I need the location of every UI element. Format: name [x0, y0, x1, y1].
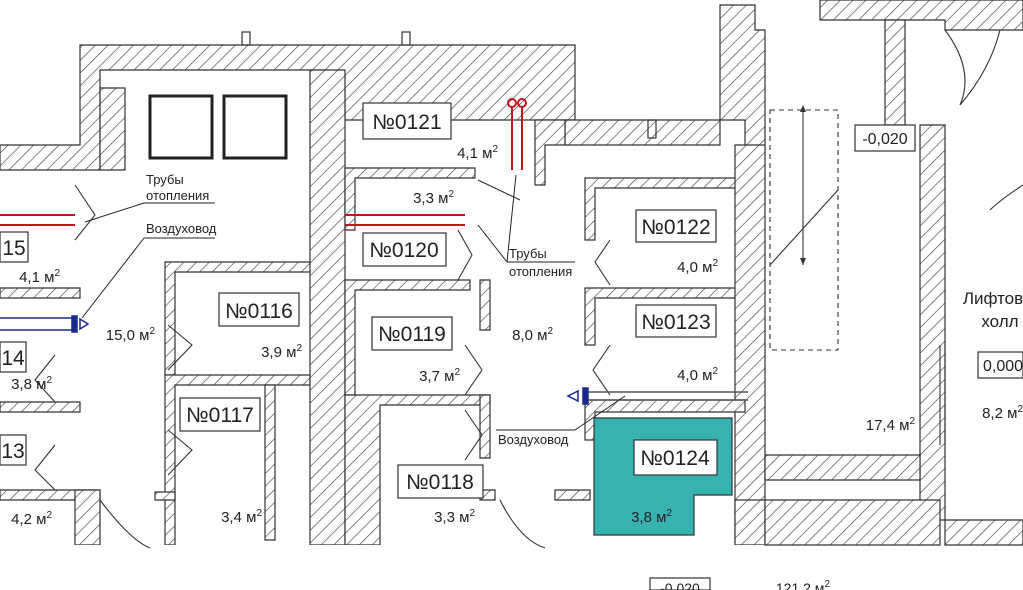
lift-hall-wall: [939, 345, 946, 445]
level-marks: -0,020 0,000 -0,020: [660, 131, 1023, 590]
room-0120-area: 3,3 м2: [413, 189, 454, 207]
duct-label-1: Воздуховод: [146, 221, 217, 236]
room-0118-area: 3,3 м2: [434, 508, 475, 526]
room-0123-area: 4,0 м2: [677, 366, 718, 384]
room-numbers: №0121 №0120 №0122 №0123 №0116 №0119 №011…: [1, 111, 710, 494]
room-0119-number: №0119: [378, 323, 446, 346]
room-13-number: 13: [1, 440, 24, 463]
pipes-label-1: Трубы: [146, 172, 184, 187]
room-0117-area: 3,4 м2: [221, 508, 262, 526]
room-15-number: 15: [2, 237, 25, 260]
room-15-area: 4,1 м2: [19, 268, 60, 286]
stair-arrow: [800, 105, 806, 112]
lift-level: 0,000: [983, 358, 1023, 375]
room-0119-area: 3,7 м2: [419, 367, 460, 385]
top-markers: [241, 31, 657, 139]
room-0117-number: №0117: [186, 404, 254, 427]
door-swings: [34, 29, 1023, 549]
room-0116-area: 3,9 м2: [261, 343, 302, 361]
room-0123-number: №0123: [641, 311, 710, 334]
corridor-left-area: 15,0 м2: [106, 326, 156, 344]
room-0124-number: №0124: [640, 447, 710, 470]
leader-lines: [81, 174, 626, 431]
room-areas: 4,1 м2 3,3 м2 4,0 м2 4,0 м2 3,9 м2 3,7 м…: [11, 144, 1023, 590]
lift-hall-label-line2: холл: [981, 312, 1018, 331]
walls: [0, 0, 1023, 546]
pipes-label-1b: отопления: [146, 188, 209, 203]
air-ducts: [0, 315, 748, 405]
bottom-area: 121,2 м2: [776, 579, 831, 590]
room-0122-area: 4,0 м2: [677, 258, 718, 276]
room-14-number: 14: [1, 347, 25, 370]
room-0121-area: 4,1 м2: [457, 144, 498, 162]
stair-arrow-down: [800, 258, 806, 265]
lift-hall-label-line1: Лифтов: [963, 289, 1023, 308]
room-number-boxes: [0, 102, 1023, 590]
heating-pipes: [0, 98, 527, 226]
lift-hall-label: Лифтов холл: [963, 289, 1023, 331]
room-14-area: 3,8 м2: [11, 375, 52, 393]
pipes-label-2b: отопления: [509, 264, 572, 279]
room-0120-number: №0120: [369, 239, 438, 262]
room-0118-number: №0118: [406, 471, 474, 494]
lift-hall-area: 8,2 м2: [982, 404, 1023, 422]
stair-level: -0,020: [862, 131, 907, 148]
annotations: Трубы отопления Воздуховод Трубы отоплен…: [146, 172, 572, 447]
room-0122-number: №0122: [641, 216, 710, 239]
room-0121-number: №0121: [372, 111, 441, 134]
room-13-area: 4,2 м2: [11, 510, 52, 528]
duct-label-2: Воздуховод: [498, 432, 569, 447]
ventilation-shafts: [148, 94, 288, 160]
room-0124-area: 3,8 м2: [631, 508, 672, 526]
bottom-level: -0,020: [660, 580, 700, 590]
corridor-mid-area: 8,0 м2: [512, 326, 553, 344]
stair-area: 17,4 м2: [866, 416, 916, 434]
pipes-label-2: Трубы: [509, 246, 547, 261]
stairs: [769, 109, 839, 351]
room-0116-number: №0116: [225, 300, 293, 323]
